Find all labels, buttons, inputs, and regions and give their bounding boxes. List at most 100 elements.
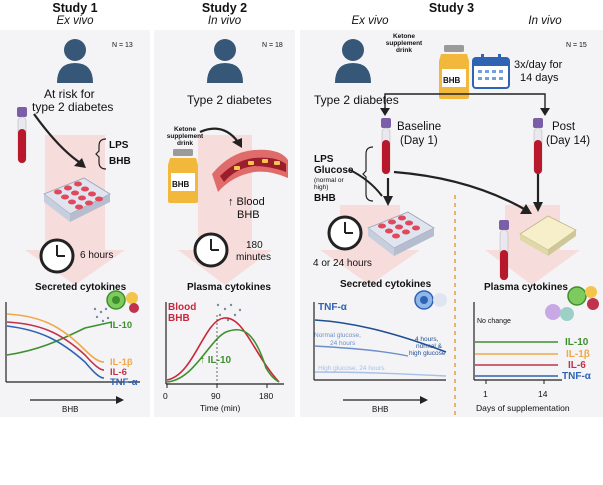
person-icon: [57, 39, 93, 83]
study3-subtitle-in-vivo: In vivo: [528, 15, 562, 27]
well-plate-icon: [367, 211, 435, 256]
cytokine-cells-icon: [414, 290, 447, 310]
cytokine-cells-icon: [567, 286, 599, 310]
il10-line: [6, 321, 113, 356]
study3-chart-left-note1-line1: Normal glucose,: [314, 332, 361, 339]
study3-population: Type 2 diabetes: [314, 93, 399, 107]
study3-dosing-line2: 14 days: [520, 72, 559, 84]
blood-bhb-line: [166, 317, 280, 383]
study2-population: Type 2 diabetes: [187, 93, 272, 107]
study1-title: Study 1: [52, 1, 98, 15]
study2-legend-blood: Blood: [168, 302, 197, 313]
calendar-icon: [472, 54, 510, 89]
study3-drink-line1: Ketone: [392, 33, 416, 40]
study3-xtick-1: 1: [483, 389, 488, 399]
study3-chart-left-title: TNF-α: [318, 302, 347, 313]
il1b-line: [6, 313, 105, 363]
study1-legend-il10: IL-10: [110, 320, 133, 331]
study3-time: 4 or 24 hours: [313, 258, 372, 269]
study3-legend-il10: IL-10: [565, 337, 589, 348]
tnfa-high-24h-line: [314, 371, 447, 377]
study3-xtick-14: 14: [538, 389, 548, 399]
study1-time: 6 hours: [80, 250, 114, 261]
study3-legend-il6: IL-6: [568, 360, 586, 371]
curved-arrow-icon: [33, 113, 86, 168]
person-icon: [335, 39, 371, 83]
study3-chart-right-note: No change: [477, 318, 511, 325]
timeline-bracket: [380, 93, 550, 116]
il10-line: [166, 328, 280, 383]
study3-drink-line2: supplement: [385, 40, 423, 47]
study2-drink-line1: Ketone: [173, 126, 197, 133]
bracket-icon: [95, 138, 107, 170]
study3-outcome-left: Secreted cytokines: [340, 279, 432, 290]
study3-title: Study 3: [428, 1, 475, 15]
study1-n: N = 13: [112, 42, 133, 49]
cytokine-cells-icon: [545, 304, 574, 321]
bhb-bottle-icon: [168, 149, 198, 203]
bhb-bottle-icon: [439, 45, 469, 99]
study3-chart-left-note2-line1: 4 hours,: [415, 336, 439, 343]
assay-plate-icon: [519, 215, 577, 256]
dots-icon: [93, 307, 110, 323]
blood-vessel-icon: [212, 149, 288, 192]
study3-stim-bhb: BHB: [314, 193, 336, 204]
study2-blood-line1: ↑ Blood: [228, 196, 265, 208]
study3-subtitle-ex-vivo: Ex vivo: [351, 15, 389, 27]
blood-tube-icon: [533, 118, 543, 175]
study3-outcome-right: Plasma cytokines: [484, 282, 568, 293]
blood-tube-icon: [17, 107, 27, 164]
study2-n: N = 18: [262, 42, 283, 49]
study3-chart-left-xlabel: BHB: [372, 405, 389, 414]
study2-legend-bhb: BHB: [168, 313, 190, 324]
study2-blood-line2: BHB: [237, 209, 260, 221]
study2-title: Study 2: [201, 1, 248, 15]
study1-legend-il1b: IL-1β: [110, 357, 133, 368]
study2-chart: [165, 302, 284, 388]
person-icon: [207, 39, 243, 83]
blood-tube-icon: [499, 220, 509, 281]
study3-chart-left-note2-line2: normal &: [416, 343, 443, 350]
study1-stim-bhb: BHB: [109, 156, 131, 167]
study3-chart-left-note1-line2: 24 hours: [330, 340, 356, 347]
study2-outcome: Plasma cytokines: [187, 282, 271, 293]
clock-icon: [39, 238, 75, 274]
study3-baseline-line2: (Day 1): [400, 135, 438, 147]
blood-tube-icon: [381, 118, 391, 175]
study1-legend-il6: IL-6: [110, 367, 127, 378]
study3-bottle-label: BHB: [443, 76, 461, 85]
study1-subtitle: Ex vivo: [56, 15, 94, 27]
study2-time-line1: 180: [246, 240, 263, 251]
il6-line: [6, 321, 105, 371]
curved-arrow-icon: [199, 127, 242, 148]
tnfa-4h-line: [314, 319, 447, 353]
clock-icon: [193, 232, 229, 268]
study3-stim-lps: LPS: [314, 154, 334, 165]
study2-drink-line3: drink: [177, 140, 193, 147]
study3-ex-vivo-chart: [313, 302, 447, 404]
bracket-icon: [362, 146, 374, 202]
study1-stim-lps: LPS: [109, 140, 129, 151]
divider-line: [454, 195, 456, 417]
study1-population-line1: At risk for: [44, 87, 95, 101]
cytokine-cells-icon: [106, 290, 139, 313]
study3-n: N = 15: [566, 42, 587, 49]
study2-drink-line2: supplement: [166, 133, 204, 140]
study2-subtitle: In vivo: [207, 15, 242, 27]
study1-chart: [5, 302, 140, 404]
study3-dosing-line1: 3x/day for: [514, 59, 563, 71]
study3-chart-right-xlabel: Days of supplementation: [476, 403, 570, 413]
clock-icon: [327, 215, 363, 251]
study3-post-line2: (Day 14): [546, 135, 591, 147]
study3-stim-glucose: Glucose: [314, 165, 354, 176]
dots-icon: [216, 303, 242, 322]
study3-drink-line3: drink: [396, 47, 412, 54]
study3-chart-left-note3: High glucose, 24 hours: [318, 365, 385, 372]
study1-outcome: Secreted cytokines: [35, 282, 127, 293]
study2-bottle-label: BHB: [172, 180, 190, 189]
study3-baseline-line1: Baseline: [397, 121, 442, 133]
study2-time-line2: minutes: [236, 252, 272, 263]
study2-xtick-90: 90: [211, 391, 221, 401]
study3-legend-il1b: IL-1β: [566, 349, 590, 360]
study3-in-vivo-chart: [473, 302, 562, 384]
